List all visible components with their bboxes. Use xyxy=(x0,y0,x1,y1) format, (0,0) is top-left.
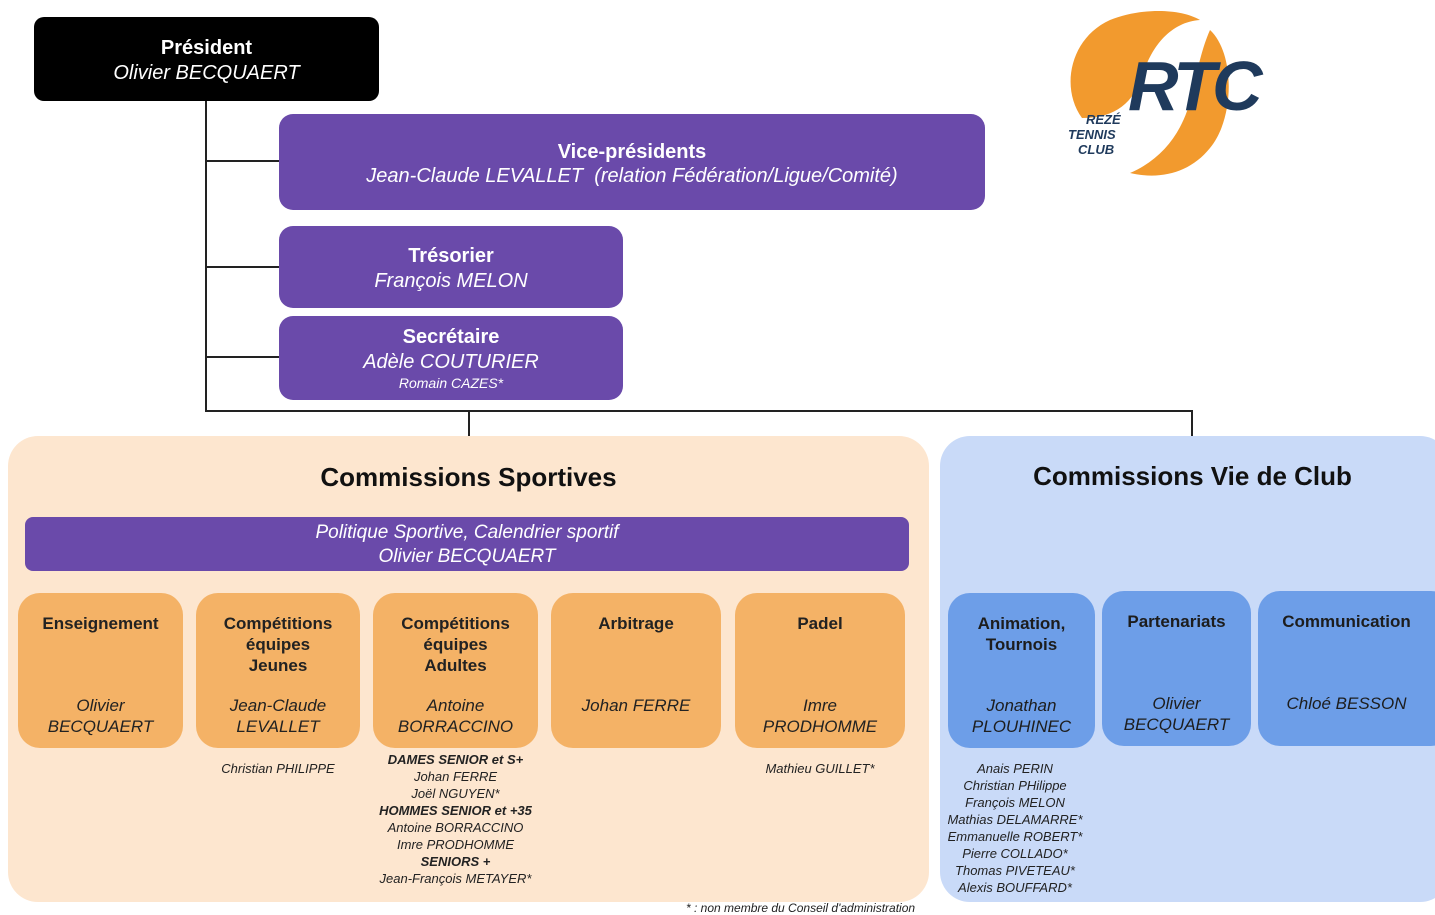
card-enseignement: Enseignement Olivier BECQUAERT xyxy=(18,593,183,748)
banner-line2: Olivier BECQUAERT xyxy=(378,546,556,567)
branch-vice xyxy=(205,160,280,162)
member-animation-7: Alexis BOUFFARD* xyxy=(958,880,1072,895)
padel-members: Mathieu GUILLET* xyxy=(735,760,905,777)
card-jeunes-name1: Jean-Claude xyxy=(229,696,327,715)
drop-sportives xyxy=(468,410,470,438)
card-communication-name1: Chloé BESSON xyxy=(1286,694,1407,713)
card-competitions-jeunes: Compétitions équipes Jeunes Jean-Claude … xyxy=(196,593,360,748)
secretaire-box: Secrétaire Adèle COUTURIER Romain CAZES* xyxy=(279,316,623,400)
trunk-line xyxy=(205,100,207,412)
card-partenariats-name1: Olivier xyxy=(1152,694,1201,713)
card-adultes-name1: Antoine xyxy=(426,696,485,715)
logo-club: CLUB xyxy=(1078,142,1115,157)
member-animation-0: Anais PERIN xyxy=(977,761,1053,776)
tresorier-name: François MELON xyxy=(374,270,528,292)
logo-mark: RTC xyxy=(1128,47,1263,125)
card-communication: Communication Chloé BESSON xyxy=(1258,591,1435,746)
card-animation-title1: Animation, xyxy=(977,614,1066,633)
branch-secretaire xyxy=(205,356,280,358)
member-adultes-7: Jean-François METAYER* xyxy=(379,871,532,886)
card-animation-name1: Jonathan xyxy=(986,696,1057,715)
tresorier-box: Trésorier François MELON xyxy=(279,226,623,308)
card-jeunes-title3: Jeunes xyxy=(248,656,308,675)
card-adultes-title2: équipes xyxy=(423,635,488,654)
jeunes-members: Christian PHILIPPE xyxy=(196,760,360,777)
vice-title: Vice-présidents xyxy=(557,141,707,163)
card-arbitrage-title: Arbitrage xyxy=(598,614,674,633)
president-name: Olivier BECQUAERT xyxy=(113,62,300,84)
sportives-title: Commissions Sportives xyxy=(320,462,617,492)
card-jeunes-title2: équipes xyxy=(245,635,311,654)
member-adultes-0: DAMES SENIOR et S+ xyxy=(387,752,524,767)
member-adultes-1: Johan FERRE xyxy=(413,769,498,784)
member-animation-6: Thomas PIVETEAU* xyxy=(955,863,1075,878)
card-adultes-name2: BORRACCINO xyxy=(397,717,514,736)
member-jeunes-0: Christian PHILIPPE xyxy=(221,761,335,776)
card-partenariats-name2: BECQUAERT xyxy=(1123,715,1230,734)
card-animation-tournois: Animation, Tournois Jonathan PLOUHINEC xyxy=(948,593,1095,748)
card-partenariats-title: Partenariats xyxy=(1127,612,1226,631)
card-adultes-title1: Compétitions xyxy=(401,614,510,633)
card-enseignement-name2: BECQUAERT xyxy=(47,717,154,736)
member-animation-2: François MELON xyxy=(965,795,1065,810)
card-enseignement-name1: Olivier xyxy=(76,696,125,715)
card-communication-title: Communication xyxy=(1282,612,1411,631)
drop-vieclub xyxy=(1191,410,1193,438)
card-arbitrage: Arbitrage Johan FERRE xyxy=(551,593,721,748)
secretaire-extra: Romain CAZES* xyxy=(398,375,504,391)
card-padel-name1: Imre xyxy=(803,696,837,715)
card-padel-name2: PRODHOMME xyxy=(762,717,878,736)
tennis-ball-logo-icon xyxy=(1070,11,1229,176)
banner-line1: Politique Sportive, Calendrier sportif xyxy=(315,522,619,543)
logo-reze: REZÉ xyxy=(1086,112,1121,127)
card-jeunes-name2: LEVALLET xyxy=(236,717,320,736)
member-animation-4: Emmanuelle ROBERT* xyxy=(947,829,1083,844)
branch-tresorier xyxy=(205,266,280,268)
vice-president-box: Vice-présidents Jean-Claude LEVALLET (re… xyxy=(279,114,985,210)
secretaire-name: Adèle COUTURIER xyxy=(363,351,539,373)
rtc-logo: RTC REZÉ TENNIS CLUB xyxy=(1060,8,1263,180)
adultes-members: DAMES SENIOR et S+ Johan FERRE Joël NGUY… xyxy=(340,751,571,887)
member-adultes-5: Imre PRODHOMME xyxy=(397,837,514,852)
logo-tennis: TENNIS xyxy=(1068,127,1116,142)
member-animation-3: Mathias DELAMARRE* xyxy=(947,812,1083,827)
animation-members: Anais PERIN Christian PHilippe François … xyxy=(930,760,1100,896)
card-padel-title: Padel xyxy=(797,614,843,633)
card-jeunes-title1: Compétitions xyxy=(223,614,333,633)
politique-sportive-banner: Politique Sportive, Calendrier sportif O… xyxy=(25,517,909,571)
member-animation-5: Pierre COLLADO* xyxy=(962,846,1068,861)
president-box: Président Olivier BECQUAERT xyxy=(34,17,379,101)
president-title: Président xyxy=(160,37,253,59)
tresorier-title: Trésorier xyxy=(408,245,494,267)
card-adultes-title3: Adultes xyxy=(424,656,487,675)
card-arbitrage-name1: Johan FERRE xyxy=(581,696,691,715)
card-animation-title2: Tournois xyxy=(985,635,1058,654)
member-adultes-3: HOMMES SENIOR et +35 xyxy=(379,803,532,818)
footnote: * : non membre du Conseil d'administrati… xyxy=(686,901,916,915)
member-padel-0: Mathieu GUILLET* xyxy=(765,761,875,776)
secretaire-title: Secrétaire xyxy=(402,326,500,348)
card-animation-name2: PLOUHINEC xyxy=(971,717,1072,736)
card-enseignement-title: Enseignement xyxy=(42,614,159,633)
member-adultes-4: Antoine BORRACCINO xyxy=(387,820,524,835)
bottom-bus xyxy=(205,410,1193,412)
vieclub-title: Commissions Vie de Club xyxy=(1033,461,1352,491)
member-adultes-6: SENIORS + xyxy=(420,854,491,869)
member-adultes-2: Joël NGUYEN* xyxy=(411,786,500,801)
card-padel: Padel Imre PRODHOMME xyxy=(735,593,905,748)
vice-name: Jean-Claude LEVALLET (relation Fédératio… xyxy=(366,165,898,187)
card-competitions-adultes: Compétitions équipes Adultes Antoine BOR… xyxy=(373,593,538,748)
member-animation-1: Christian PHilippe xyxy=(963,778,1067,793)
card-partenariats: Partenariats Olivier BECQUAERT xyxy=(1102,591,1251,746)
